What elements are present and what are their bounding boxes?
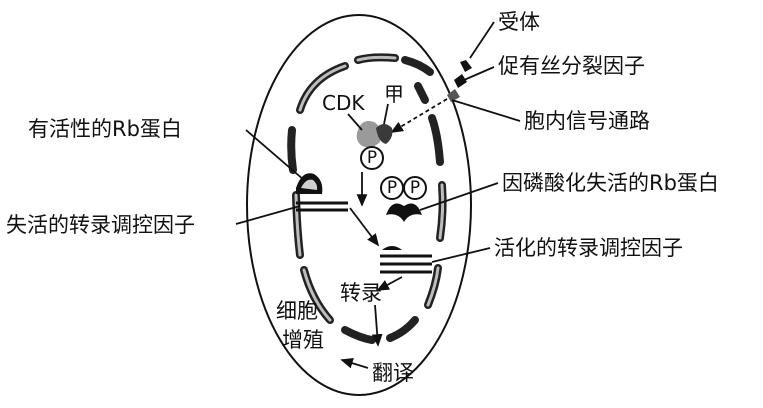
leader-receptor: [470, 22, 494, 58]
leader-phospho-rb: [420, 183, 498, 210]
phosphate-label-1: P: [367, 148, 377, 168]
leader-signal: [452, 100, 520, 121]
inactive-tf-label: 失活的转录调控因子: [6, 213, 195, 237]
mitogen-label: 促有丝分裂因子: [498, 54, 645, 78]
receptor-label: 受体: [498, 10, 540, 34]
transcription-label: 转录: [340, 281, 382, 305]
active-tf-shape: [380, 246, 432, 272]
to-proliferation-arrow: [342, 360, 368, 368]
phospho-rb-label: 因磷酸化失活的Rb蛋白: [502, 171, 719, 195]
signal-pathway-label: 胞内信号通路: [524, 109, 650, 133]
active-rb-label: 有活性的Rb蛋白: [28, 117, 182, 141]
cell-proliferation-label-2: 增殖: [282, 328, 324, 352]
inactive-tf-shape: [296, 203, 348, 210]
leader-inactive-tf: [236, 206, 300, 224]
leader-jia: [384, 104, 388, 124]
receptor-shape: [447, 60, 472, 102]
tf-activation-arrow: [350, 208, 378, 245]
translation-label: 翻译: [372, 361, 414, 385]
cdk-label: CDK: [322, 91, 365, 115]
leader-active-tf: [432, 248, 490, 262]
phosphate-label-2: P: [387, 178, 397, 198]
jia-label: 甲: [384, 82, 404, 106]
active-tf-label: 活化的转录调控因子: [494, 236, 683, 260]
phosphate-label-3: P: [410, 178, 420, 198]
leader-cdk: [348, 114, 362, 130]
phospho-rb-shape: [386, 203, 422, 222]
cell-proliferation-label-1: 细胞: [276, 299, 318, 323]
cdk-complex: [357, 121, 393, 147]
